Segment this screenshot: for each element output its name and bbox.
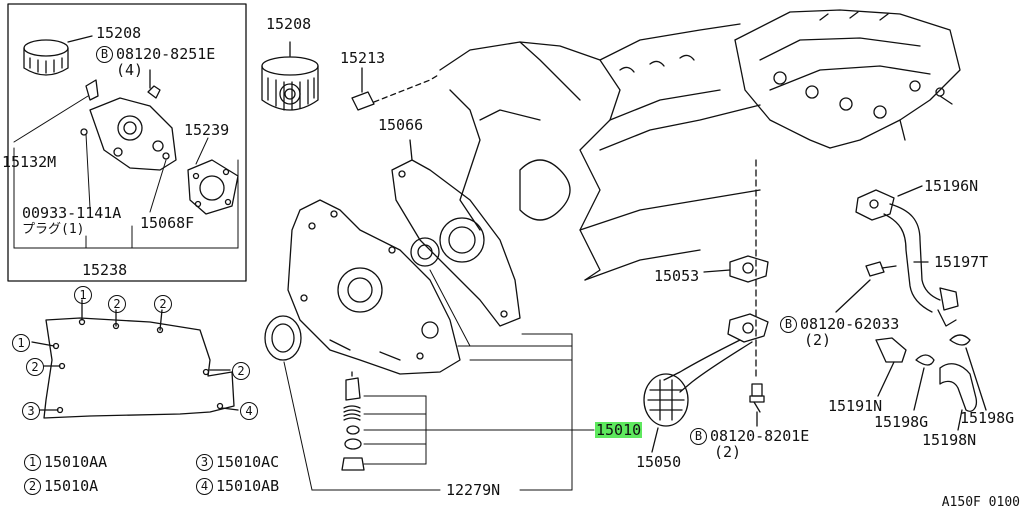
bolt-62033-qty: (2): [804, 331, 832, 349]
pressure-switch-drawing: [351, 67, 441, 111]
engine-block-drawing: [439, 23, 761, 281]
bolt-mark-2-top-a: 2: [108, 295, 126, 313]
fitting-15191N-drawing: [875, 337, 907, 397]
label-15198G-left: 15198G: [874, 413, 929, 431]
inset-label-plug: プラグ(1): [22, 222, 85, 237]
label-15191N: 15191N: [828, 397, 883, 415]
front-cover-gasket-drawing: [391, 139, 521, 327]
inset-gasket-drawing: [187, 159, 239, 215]
label-15197T: 15197T: [934, 253, 989, 271]
oil-pan-gasket-drawing: [31, 299, 239, 419]
bolt-mark-2-top-b: 2: [154, 295, 172, 313]
inset-filter-housing-drawing: [80, 69, 177, 171]
clip-15198G-right-drawing: [949, 334, 987, 411]
label-15213: 15213: [340, 49, 386, 67]
label-15050: 15050: [636, 453, 682, 471]
bolt-mark-2-right: 2: [232, 362, 250, 380]
bolt-8201E-qty: (2): [714, 443, 742, 461]
front-seal-drawing: [264, 315, 302, 361]
pump-rotor-drawing: [410, 217, 485, 267]
oil-strainer-drawing: [643, 313, 769, 453]
clip-15198G-left-drawing: [913, 354, 935, 411]
oil-pipe-drawing: [855, 185, 959, 327]
inset-bolt-circle-mark: B: [96, 46, 113, 63]
inset-leader-lines: [13, 95, 239, 249]
label-15198G-right: 15198G: [960, 409, 1015, 427]
strainer-gasket-drawing: [703, 159, 769, 381]
bolt-8201E-circle-mark: B: [690, 428, 707, 445]
label-15208: 15208: [266, 15, 312, 33]
bolt-62033-circle-mark: B: [780, 316, 797, 333]
bolt-mark-3-left: 3: [22, 402, 40, 420]
label-15066: 15066: [378, 116, 424, 134]
inset-label-15239: 15239: [184, 121, 230, 139]
label-15198N: 15198N: [922, 431, 977, 449]
label-15053: 15053: [654, 267, 700, 285]
bolt-8201E-part-number: 08120-8201E: [710, 427, 810, 445]
oil-filter-drawing: [261, 41, 319, 111]
oil-pump-body-drawing: [287, 199, 461, 375]
inset-label-15238: 15238: [82, 261, 128, 279]
inset-label-15068F: 15068F: [140, 214, 195, 232]
bolt-mark-1-top: 1: [74, 286, 92, 304]
inset-bolt-qty: (4): [116, 61, 144, 79]
cylinder-head-drawing: [734, 9, 961, 149]
relief-valve-parts-drawing: [341, 371, 365, 471]
bolt-mark-4-right: 4: [240, 402, 258, 420]
inset-label-00933: 00933-1141A: [22, 204, 122, 222]
inset-label-15208: 15208: [96, 24, 142, 42]
bolt-mark-1-left: 1: [12, 334, 30, 352]
label-15010-highlighted: 15010: [595, 421, 643, 439]
bolt-mark-2-left: 2: [26, 358, 44, 376]
inset-label-15132M: 15132M: [2, 153, 57, 171]
hose-15198N-drawing: [939, 363, 978, 431]
diagram-reference-code: A150F 0100: [941, 495, 1020, 510]
inset-bolt-part-number: 08120-8251E: [116, 45, 216, 63]
relief-valve-leaders: [283, 269, 581, 491]
inset-frame: [7, 3, 247, 282]
label-12279N: 12279N: [446, 481, 501, 499]
bolt-62033-part-number: 08120-62033: [800, 315, 900, 333]
pipe-bolt-drawing: [835, 261, 897, 313]
label-15196N: 15196N: [924, 177, 979, 195]
strainer-bolt-drawing: [749, 383, 765, 427]
inset-oil-filter-drawing: [23, 35, 93, 76]
